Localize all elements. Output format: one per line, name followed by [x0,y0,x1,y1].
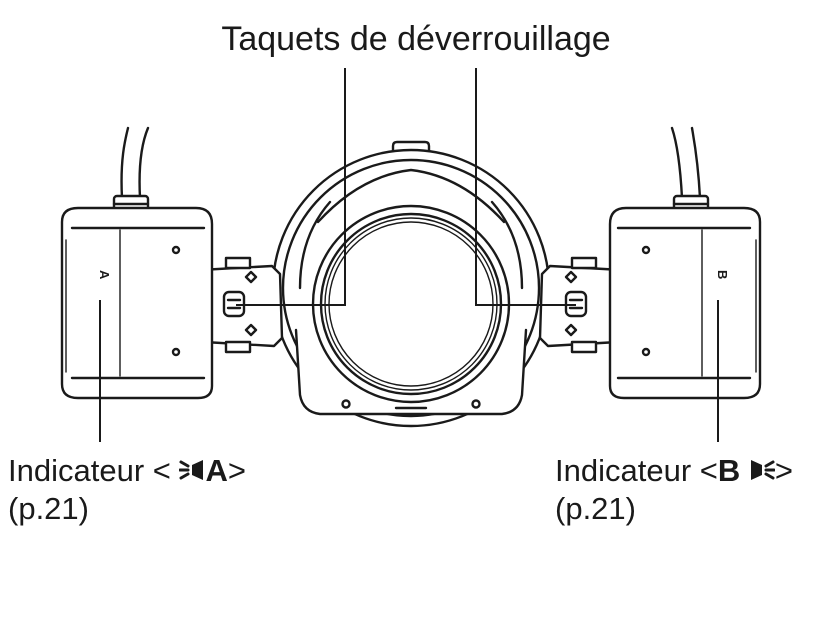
left-flash-head [60,206,214,400]
right-head-mark-letter: B [715,270,730,279]
left-indicator-prefix: Indicateur < [8,453,171,488]
left-indicator-letter: A [205,453,228,488]
flash-burst-right-icon [750,460,775,480]
right-indicator-callout: Indicateur <B > (p.21) [555,452,793,528]
left-head-mark: A [97,270,112,280]
right-flash-head [608,206,762,400]
right-indicator-line: Indicateur <B > [555,452,793,490]
leader-line-right-release-tab [475,68,576,306]
flash-burst-left-icon [179,460,204,480]
left-cable [120,126,150,200]
left-indicator-callout: Indicateur < A> (p.21) [8,452,246,528]
right-indicator-letter: B [717,453,741,488]
left-indicator-page-ref: (p.21) [8,491,89,526]
right-indicator-prefix: Indicateur < [555,453,718,488]
left-indicator-line: Indicateur < A> [8,452,246,490]
right-head-mark: B [715,270,730,279]
ring-unit [271,140,551,428]
release-tabs-label: Taquets de déverrouillage [221,20,611,58]
leader-line-left-release-tab [236,68,346,306]
right-indicator-page-ref: (p.21) [555,491,636,526]
right-indicator-suffix: > [774,453,793,488]
right-cable [670,126,702,200]
left-indicator-suffix: > [227,453,246,488]
left-head-mark-letter: A [97,270,112,280]
